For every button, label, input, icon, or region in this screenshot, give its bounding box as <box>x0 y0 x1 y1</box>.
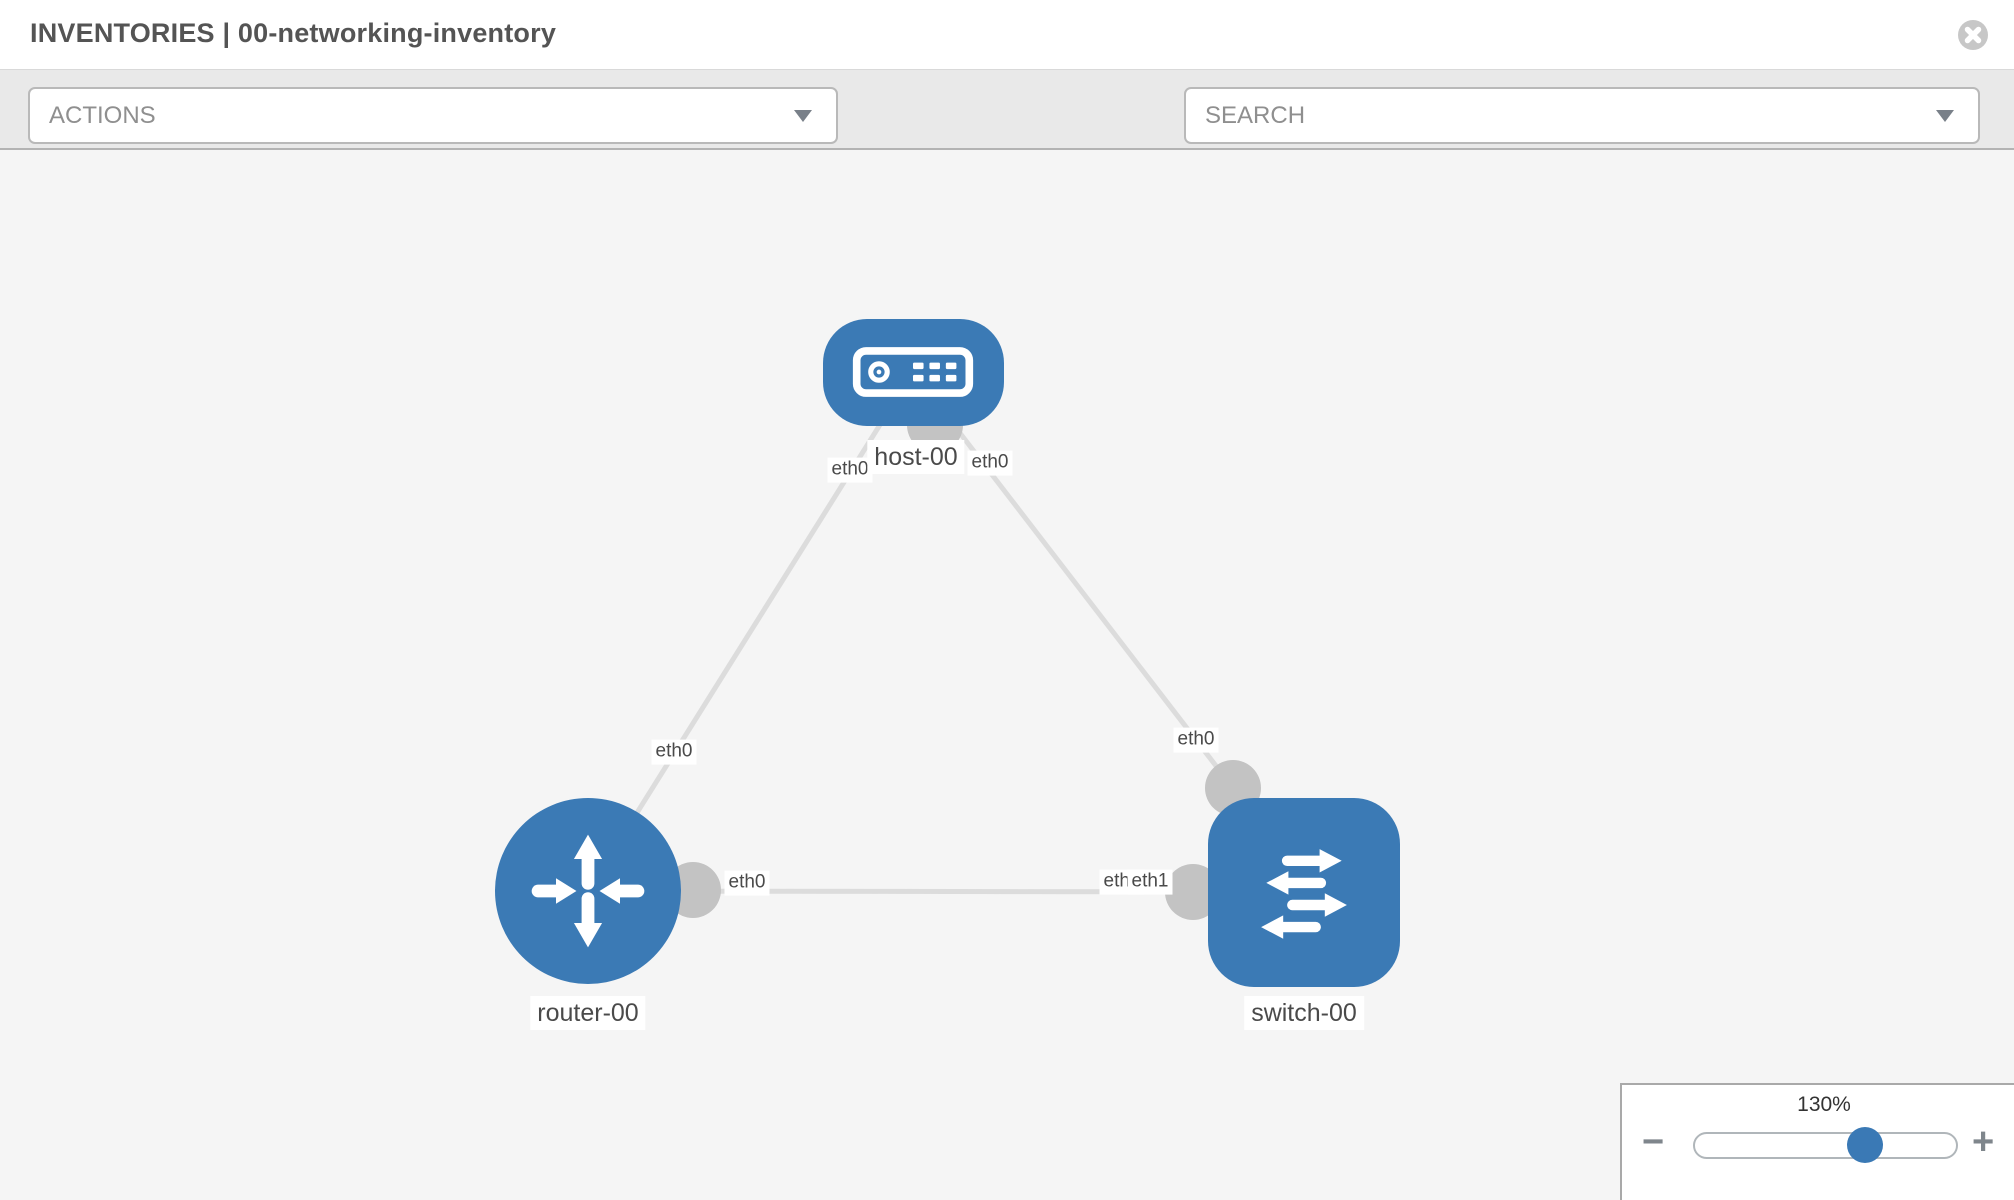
interface-label: eth0 <box>1173 727 1219 753</box>
link-host-00-switch-00 <box>911 370 1235 790</box>
interface-label: eth0 <box>724 870 770 896</box>
zoom-in-button[interactable]: + <box>1972 1121 1995 1163</box>
zoom-slider-thumb[interactable] <box>1847 1127 1883 1163</box>
interface-label: eth1 <box>1127 869 1173 895</box>
node-label: router-00 <box>530 996 646 1030</box>
toolbar: ACTIONS SEARCH <box>0 70 2014 203</box>
node-label: switch-00 <box>1244 996 1364 1030</box>
zoom-out-button[interactable]: − <box>1642 1121 1665 1163</box>
interface-label: eth0 <box>967 450 1013 476</box>
node-host-00[interactable] <box>822 318 1004 426</box>
zoom-slider-track[interactable] <box>1693 1127 1958 1163</box>
host-icon <box>852 347 974 397</box>
search-input[interactable]: SEARCH <box>1184 87 1980 144</box>
close-icon <box>1958 20 1988 50</box>
switch-icon <box>1261 849 1347 939</box>
edges-svg <box>585 370 1305 895</box>
close-button[interactable] <box>1956 18 1990 52</box>
chevron-down-icon <box>1936 109 1954 122</box>
actions-dropdown-label: ACTIONS <box>49 101 156 129</box>
interface-label: eth0 <box>827 457 873 483</box>
zoom-panel: 130% − + <box>1620 1083 2014 1200</box>
header: INVENTORIES | 00-networking-inventory <box>0 0 2014 70</box>
node-switch-00[interactable] <box>1208 797 1400 987</box>
interface-label: eth0 <box>651 739 697 765</box>
search-placeholder: SEARCH <box>1205 101 1306 129</box>
page-title: INVENTORIES | 00-networking-inventory <box>30 18 557 48</box>
node-label: host-00 <box>867 440 965 474</box>
actions-dropdown[interactable]: ACTIONS <box>28 87 838 144</box>
chevron-down-icon <box>794 109 812 122</box>
router-icon <box>531 834 645 948</box>
zoom-percentage: 130% <box>1797 1093 1851 1116</box>
node-router-00[interactable] <box>495 798 681 984</box>
